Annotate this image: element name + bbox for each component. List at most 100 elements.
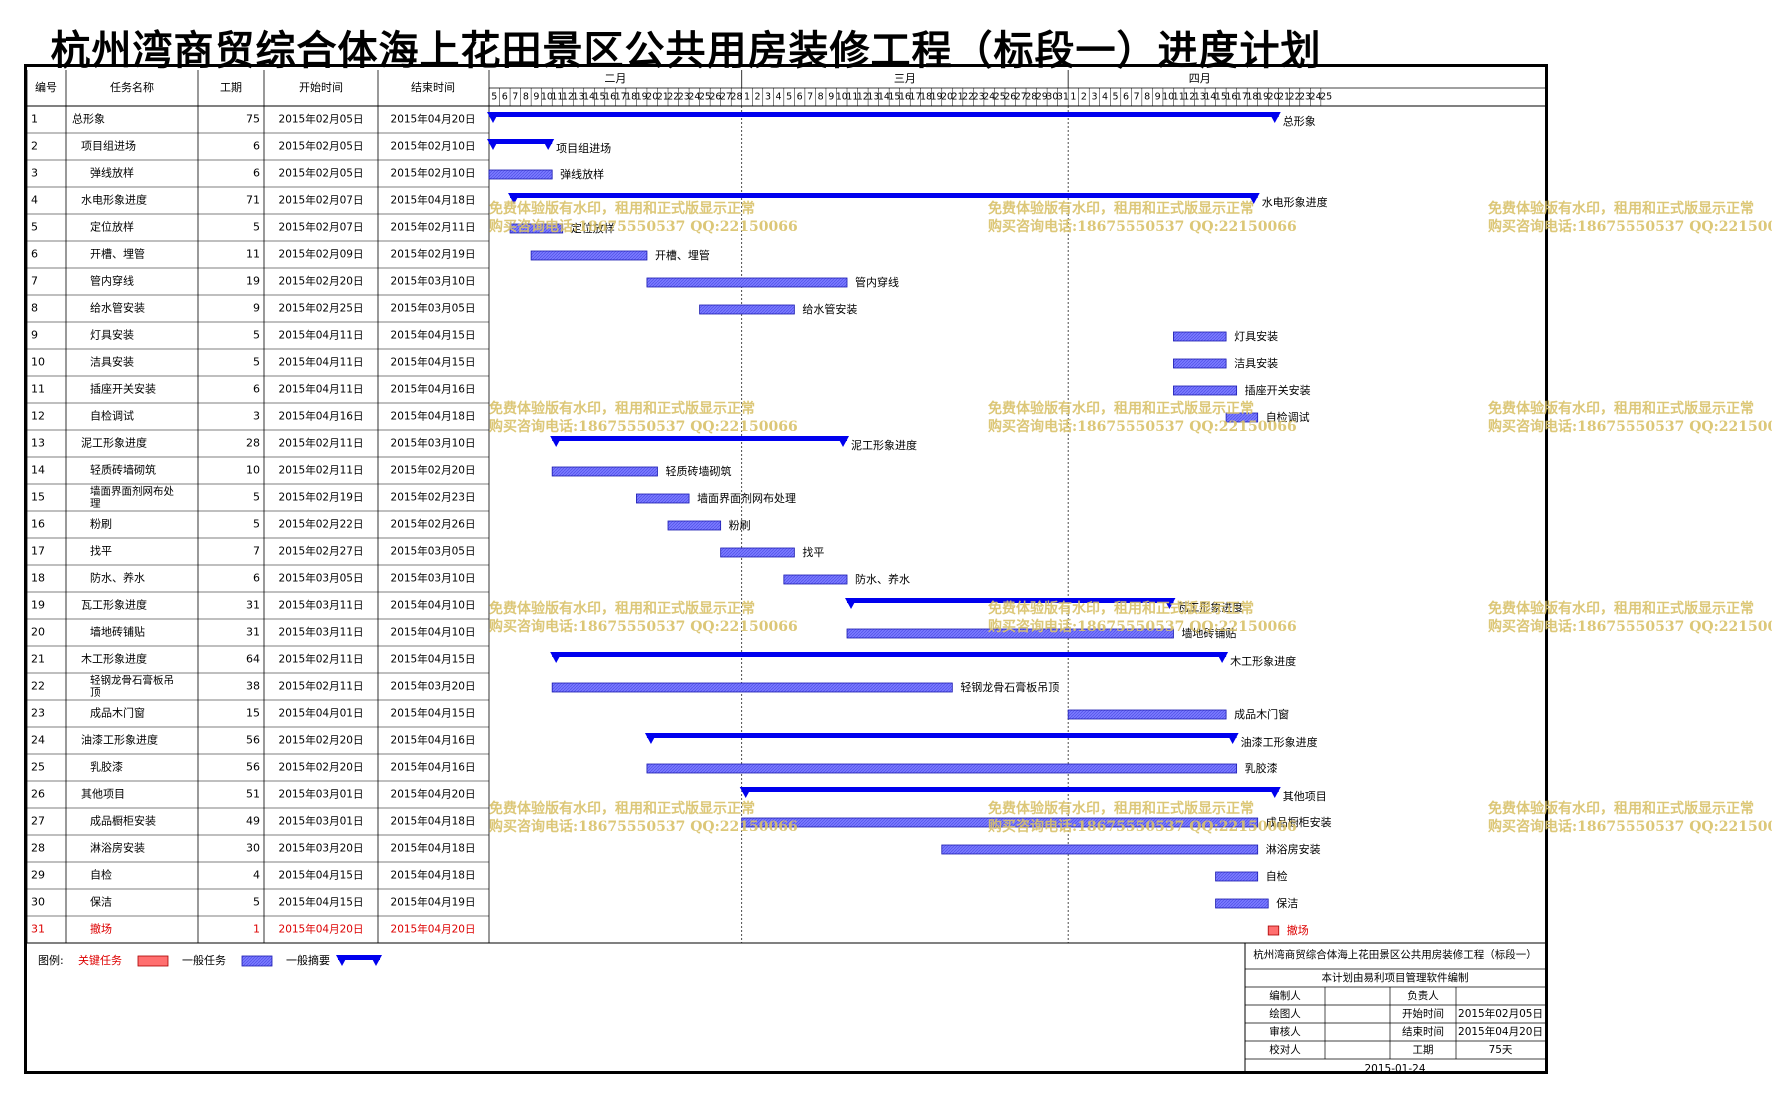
bar-label: 墙面界面剂网布处理 (697, 491, 796, 505)
header-name: 任务名称 (110, 80, 154, 94)
day-tick-label: 19 (636, 92, 648, 103)
day-tick-label: 2 (754, 92, 760, 103)
task-duration: 56 (246, 734, 260, 747)
task-bar (530, 250, 648, 261)
summary-bar (489, 112, 1279, 117)
task-name: 插座开关安装 (90, 382, 156, 396)
summary-bar (552, 652, 1227, 657)
row-id: 15 (31, 491, 45, 504)
task-name: 定位放样 (90, 220, 134, 234)
task-duration: 64 (246, 653, 260, 666)
task-end: 2015年04月16日 (391, 761, 476, 774)
bar-label: 找平 (802, 545, 824, 559)
task-bar (720, 547, 795, 558)
summary-bar (552, 436, 848, 441)
row-id: 10 (31, 356, 45, 369)
row-id: 14 (31, 464, 45, 477)
day-tick-label: 26 (709, 92, 721, 103)
task-end: 2015年04月18日 (391, 194, 476, 207)
task-duration: 4 (253, 869, 260, 882)
task-name: 墙面界面剂网布处 (90, 485, 174, 498)
task-duration: 30 (246, 842, 260, 855)
task-name: 成品木门窗 (90, 706, 145, 720)
task-end: 2015年04月15日 (391, 356, 476, 369)
row-id: 7 (31, 275, 38, 288)
task-bar (551, 682, 953, 693)
task-start: 2015年04月15日 (279, 869, 364, 882)
day-tick-label: 21 (1278, 92, 1290, 103)
day-tick-label: 8 (818, 92, 824, 103)
task-bar (1215, 898, 1269, 909)
task-name: 撤场 (90, 922, 112, 936)
task-duration: 1 (253, 923, 260, 936)
task-name: 理 (90, 498, 101, 510)
day-tick-label: 24 (1310, 92, 1322, 103)
task-start: 2015年02月05日 (279, 113, 364, 126)
day-tick-label: 24 (688, 92, 700, 103)
row-id: 17 (31, 545, 45, 558)
bar-label: 总形象 (1283, 114, 1316, 128)
day-tick-label: 25 (699, 92, 711, 103)
task-name: 项目组进场 (81, 139, 136, 153)
day-tick-label: 1 (744, 92, 750, 103)
task-start: 2015年04月20日 (279, 923, 364, 936)
bar-label: 洁具安装 (1234, 356, 1278, 370)
task-end: 2015年04月20日 (391, 113, 476, 126)
day-tick-label: 23 (1299, 92, 1311, 103)
row-id: 27 (31, 815, 45, 828)
day-tick-label: 1 (1070, 92, 1076, 103)
task-end: 2015年04月18日 (391, 815, 476, 828)
info-cell: 工期 (1413, 1044, 1434, 1056)
day-tick-label: 5 (491, 92, 497, 103)
info-cell: 2015年04月20日 (1458, 1025, 1543, 1038)
day-tick-label: 12 (562, 92, 574, 103)
task-name: 自检 (90, 868, 112, 882)
task-end: 2015年02月19日 (391, 248, 476, 261)
summary-start-marker (487, 139, 499, 150)
day-tick-label: 19 (1257, 92, 1269, 103)
bar-label: 自检 (1266, 869, 1288, 883)
legend-critical-label: 关键任务 (78, 953, 122, 967)
bar-label: 管内穿线 (855, 275, 899, 289)
task-end: 2015年04月18日 (391, 842, 476, 855)
bar-label: 轻钢龙骨石膏板吊顶 (960, 680, 1059, 694)
task-end: 2015年04月19日 (391, 896, 476, 909)
task-bar (1173, 385, 1238, 396)
info-cell: 75天 (1489, 1044, 1513, 1056)
day-tick-label: 22 (1288, 92, 1300, 103)
task-bar (646, 277, 848, 288)
day-tick-label: 27 (720, 92, 732, 103)
info-cell: 编制人 (1269, 989, 1301, 1002)
info-cell: 结束时间 (1402, 1025, 1444, 1038)
day-tick-label: 26 (1004, 92, 1016, 103)
summary-start-marker (508, 193, 521, 204)
day-tick-label: 17 (1236, 92, 1248, 103)
day-tick-label: 29 (1036, 92, 1048, 103)
legend-critical-swatch (137, 955, 169, 967)
info-date: 2015-01-24 (1364, 1063, 1425, 1075)
day-tick-label: 9 (1155, 92, 1161, 103)
bar-label: 自检调试 (1266, 410, 1310, 424)
day-tick-label: 3 (765, 92, 771, 103)
row-id: 13 (31, 437, 45, 450)
legend-label: 图例: (38, 953, 64, 967)
task-name: 顶 (90, 687, 101, 699)
row-id: 24 (31, 734, 45, 747)
task-start: 2015年02月05日 (279, 140, 364, 153)
task-end: 2015年04月10日 (391, 626, 476, 639)
task-start: 2015年04月01日 (279, 707, 364, 720)
row-id: 4 (31, 194, 38, 207)
summary-start-marker (644, 733, 657, 744)
day-tick-label: 17 (909, 92, 921, 103)
task-duration: 7 (253, 545, 260, 558)
day-tick-label: 7 (512, 92, 518, 103)
row-id: 19 (31, 599, 45, 612)
task-name: 泥工形象进度 (81, 436, 147, 450)
summary-start-marker (550, 652, 563, 663)
day-tick-label: 8 (1144, 92, 1150, 103)
info-cell: 开始时间 (1402, 1007, 1444, 1020)
day-tick-label: 4 (776, 92, 782, 103)
bar-label: 泥工形象进度 (851, 438, 917, 452)
day-tick-label: 28 (730, 92, 742, 103)
task-name: 管内穿线 (90, 274, 134, 288)
